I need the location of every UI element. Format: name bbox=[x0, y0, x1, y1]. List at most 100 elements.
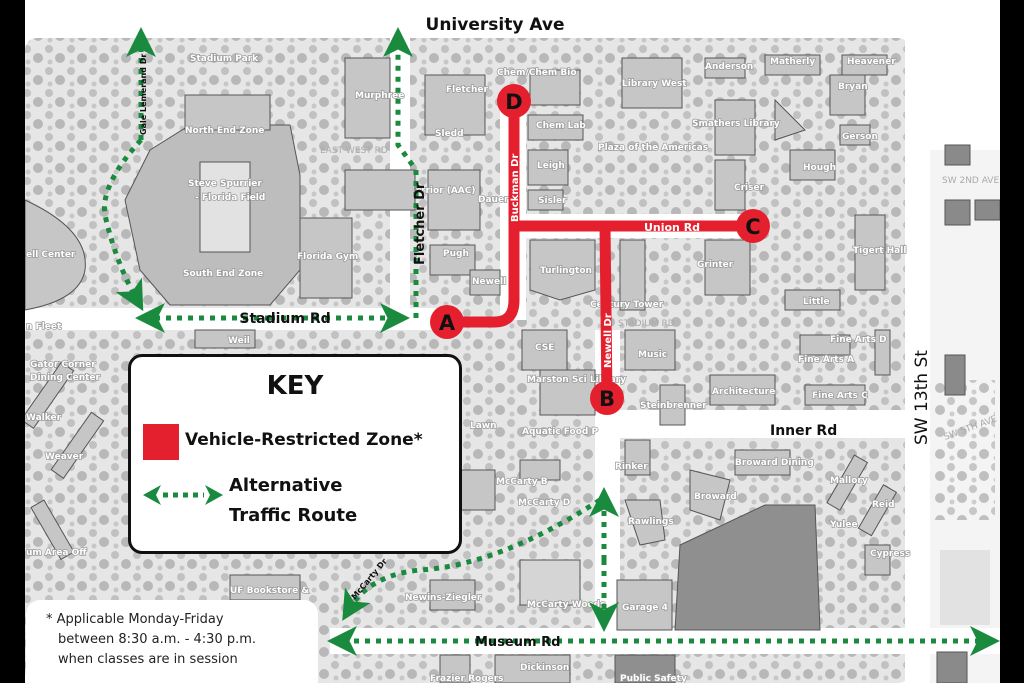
building-label: Steve Spurrier bbox=[188, 179, 262, 189]
building-label: Steinbrenner bbox=[640, 401, 707, 411]
building-label: Frazier Rogers bbox=[430, 674, 504, 683]
building-label: Broward bbox=[694, 492, 737, 502]
label-sw-13th-st: SW 13th St bbox=[912, 350, 932, 445]
buildings bbox=[20, 54, 1001, 683]
building-label: Gator Corner bbox=[30, 360, 96, 370]
building-label: Reid bbox=[872, 500, 895, 510]
label-newell-dr: Newell Dr bbox=[603, 313, 614, 368]
building-label: Pugh bbox=[443, 249, 469, 259]
point-a-label: A bbox=[439, 311, 456, 335]
restricted-newell-dr bbox=[599, 220, 613, 404]
building-label: Chem Lab bbox=[536, 121, 586, 131]
building-label: McCarty Woods bbox=[527, 600, 605, 610]
building-label: Cypress bbox=[870, 549, 910, 559]
right-border bbox=[1000, 0, 1024, 683]
building-label: Dauer bbox=[478, 195, 509, 205]
building-label: Heavener bbox=[847, 57, 896, 67]
building-label: Little bbox=[803, 297, 830, 307]
building-label: Leigh bbox=[537, 161, 565, 171]
point-c-marker bbox=[736, 209, 770, 243]
point-c-label: C bbox=[745, 215, 760, 239]
building-label: Matherly bbox=[770, 57, 815, 67]
label-east-west-rd: EAST WEST RD bbox=[320, 146, 388, 156]
building-label: South End Zone bbox=[183, 269, 263, 279]
vehicle-restricted-zone bbox=[441, 96, 758, 404]
building-label: Yulee bbox=[829, 520, 858, 530]
label-buckman-dr: Buckman Dr bbox=[510, 154, 521, 222]
label-stadium-rd: Stadium Rd bbox=[239, 311, 330, 327]
building-label: Fletcher bbox=[446, 85, 488, 95]
alternative-route-label: Alternative Traffic Route bbox=[229, 471, 357, 531]
building-label: rrior (AAC) bbox=[421, 186, 475, 196]
note-line-1: * Applicable Monday-Friday bbox=[46, 612, 224, 627]
building-label: Walker bbox=[26, 413, 62, 423]
building-labels: Stadium Park North End Zone Steve Spurri… bbox=[25, 53, 911, 683]
building-label: CSE bbox=[535, 343, 554, 353]
label-museum-rd: Museum Rd bbox=[475, 635, 560, 650]
restricted-zone-label: Vehicle-Restricted Zone* bbox=[185, 430, 423, 450]
building-label: Dining Center bbox=[30, 373, 101, 383]
alternative-route-label-line1: Alternative bbox=[229, 475, 343, 496]
left-border bbox=[0, 0, 25, 683]
building-label: Chem/Chem Bio bbox=[497, 68, 577, 78]
restricted-buckman-dr bbox=[441, 96, 520, 328]
label-sw-2nd-ave: SW 2ND AVE bbox=[942, 176, 999, 186]
building-label: Newell bbox=[472, 277, 506, 287]
double-arrow-icon bbox=[143, 485, 223, 505]
building-label: Plaza of the Americas bbox=[598, 143, 708, 153]
building-label: Florida Gym bbox=[297, 252, 358, 262]
building-label: North End Zone bbox=[185, 126, 264, 136]
building-label: Rawlings bbox=[628, 517, 674, 527]
building-label: Weaver bbox=[45, 452, 84, 462]
building-label: Music bbox=[638, 350, 667, 360]
building-label: n Fleet bbox=[26, 322, 62, 332]
map-key: KEY Vehicle-Restricted Zone* Alternative… bbox=[128, 354, 462, 554]
building-label: Garage 4 bbox=[622, 603, 668, 613]
note-line-3: when classes are in session bbox=[58, 652, 238, 667]
building-label: Newins-Ziegler bbox=[405, 593, 482, 603]
alternative-routes bbox=[101, 27, 1000, 656]
label-union-rd: Union Rd bbox=[644, 221, 700, 234]
building-label: Gerson bbox=[842, 132, 878, 142]
building-label: Sledd bbox=[435, 129, 464, 139]
zone-points: A B C D bbox=[430, 84, 770, 415]
building-label: Smathers Library bbox=[692, 119, 780, 129]
building-label: Lawn bbox=[470, 421, 497, 431]
building-label: Mallory bbox=[830, 476, 868, 486]
note-line-2: between 8:30 a.m. - 4:30 p.m. bbox=[58, 632, 257, 647]
point-d-marker bbox=[497, 84, 531, 118]
alternative-route-label-line2: Traffic Route bbox=[229, 505, 358, 526]
route-mccarty-dr bbox=[342, 497, 602, 621]
point-b-label: B bbox=[599, 387, 615, 411]
building-label: Aquatic Food P bbox=[522, 427, 598, 437]
point-a-marker bbox=[430, 305, 464, 339]
building-label: Architecture bbox=[712, 387, 775, 397]
building-label: Fine Arts C bbox=[812, 391, 868, 401]
building-label: UF Bookstore & bbox=[230, 586, 309, 596]
building-label: Public Safety bbox=[620, 674, 687, 683]
building-label: Tigert Hall bbox=[853, 246, 906, 256]
building-label: Library West bbox=[622, 79, 687, 89]
label-inner-rd: Inner Rd bbox=[770, 423, 837, 439]
building-label: Fine Arts A bbox=[798, 355, 854, 365]
building-label: Fine Arts D bbox=[830, 335, 887, 345]
label-fletcher-dr: Fletcher Dr bbox=[413, 182, 428, 265]
building-label: Marston Sci Library bbox=[527, 375, 626, 385]
building-label: um Area Off bbox=[26, 548, 87, 558]
restricted-zone-swatch bbox=[143, 424, 179, 460]
building-label: Anderson bbox=[705, 62, 753, 72]
building-label: McCarty D bbox=[518, 498, 570, 508]
building-label: Rinker bbox=[615, 462, 648, 472]
building-label: Turlington bbox=[540, 266, 592, 276]
building-label: Dickinson bbox=[520, 663, 569, 673]
label-university-ave: University Ave bbox=[426, 15, 565, 35]
building-label: McCarty B bbox=[496, 477, 548, 487]
building-label: Bryan bbox=[838, 82, 868, 92]
building-label: Sisler bbox=[538, 196, 567, 206]
building-label: Broward Dining bbox=[735, 458, 814, 468]
building-label: Murphree bbox=[355, 91, 404, 101]
point-b-marker bbox=[590, 381, 624, 415]
applicability-note: * Applicable Monday-Friday between 8:30 … bbox=[26, 600, 318, 683]
key-title: KEY bbox=[266, 371, 324, 401]
